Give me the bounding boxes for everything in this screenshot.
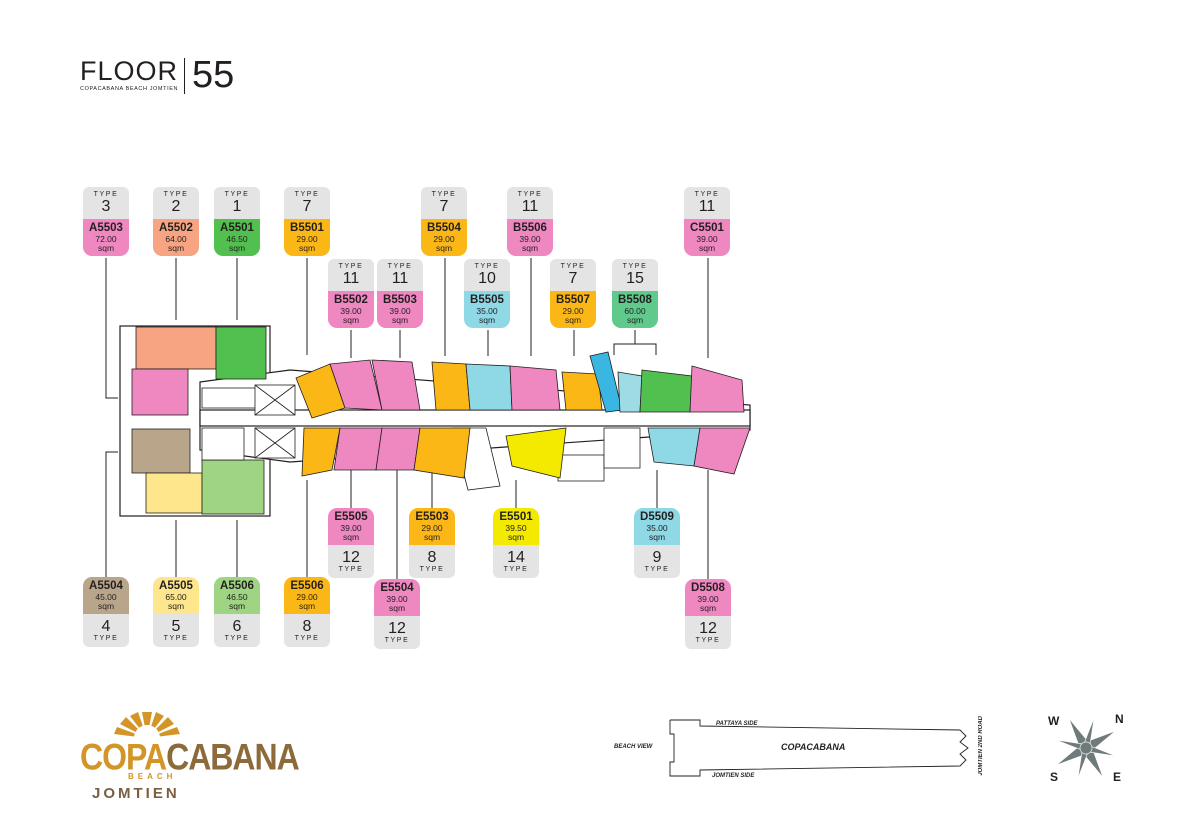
floor-title: FLOOR: [80, 56, 179, 86]
key-plan-outline: [669, 719, 969, 777]
floor-number: 55: [192, 54, 235, 96]
road-label: JOMTIEN 2ND ROAD: [978, 716, 984, 776]
floor-subtitle: COPACABANA BEACH JOMTIEN: [80, 86, 179, 92]
sunburst-logo-icon: [114, 712, 180, 738]
compass-s: S: [1050, 770, 1059, 784]
leader-lines: [105, 258, 709, 579]
title-divider: [184, 58, 185, 94]
logo-beach: BEACH: [128, 772, 177, 781]
compass-w: W: [1048, 714, 1060, 728]
pattaya-side-label: PATTAYA SIDE: [716, 721, 758, 727]
beach-view-label: BEACH VIEW: [614, 744, 653, 750]
building-name-label: COPACABANA: [781, 742, 846, 752]
jomtien-side-label: JOMTIEN SIDE: [712, 773, 755, 779]
compass-e: E: [1113, 770, 1122, 784]
logo-jomtien: JOMTIEN: [92, 785, 180, 802]
compass-n: N: [1115, 712, 1124, 726]
logo-wordmark: COPACABANA: [80, 736, 300, 778]
compass-rose-icon: [1055, 717, 1117, 779]
